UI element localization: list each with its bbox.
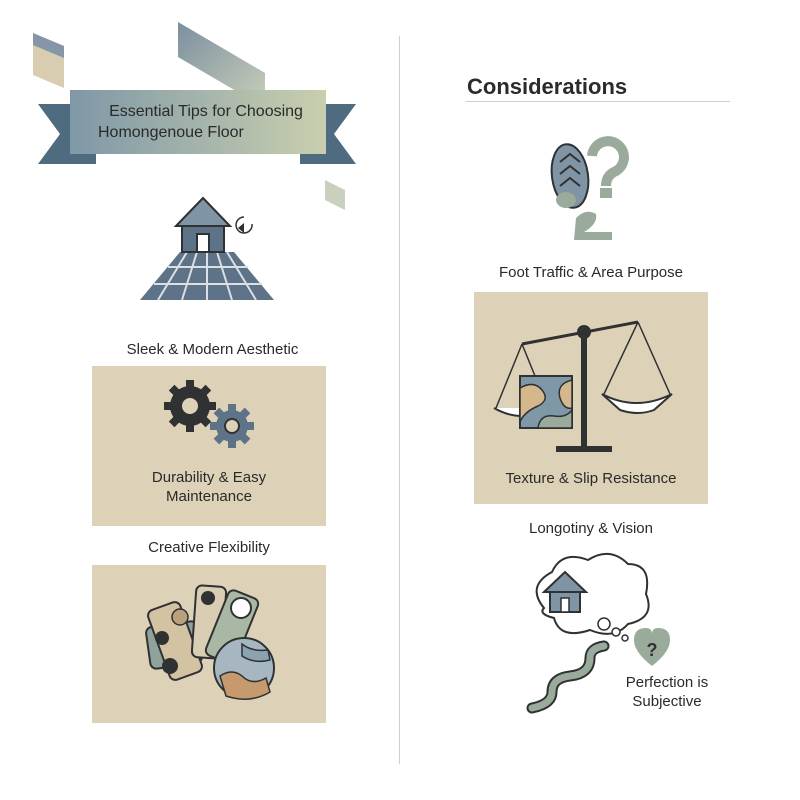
banner-title-line2: Homongenoue Floor [98, 124, 244, 141]
title-banner [38, 90, 356, 164]
consideration-longevity: Longotiny & Vision [529, 520, 653, 537]
consideration-foot-traffic: Foot Traffic & Area Purpose [499, 264, 683, 281]
column-divider [399, 36, 400, 764]
gears-icon [164, 380, 254, 448]
deco-square-left-top [33, 33, 64, 58]
tip-durability-line1: Durability & Easy [151, 469, 267, 486]
svg-text:?: ? [647, 640, 658, 660]
house-floor-icon [140, 196, 274, 301]
deco-small-right [325, 180, 345, 210]
decorative-shapes [33, 22, 345, 210]
consideration-perfection-line1: Perfection is [625, 674, 709, 691]
considerations-heading: Considerations [467, 74, 628, 99]
balance-scale-icon [493, 320, 673, 452]
panel-durability [92, 366, 326, 526]
footprint-question-icon [550, 136, 629, 240]
banner-title-line1: Essential Tips for Choosing [109, 103, 303, 120]
heading-underline [466, 101, 730, 102]
deco-strip-top [178, 22, 265, 108]
tip-creative-flexibility: Creative Flexibility [148, 539, 270, 556]
consideration-perfection-line2: Subjective [632, 693, 702, 710]
consideration-texture: Texture & Slip Resistance [505, 470, 677, 487]
banner-body [70, 90, 326, 154]
thought-cloud-house-icon: ? [526, 553, 670, 714]
tip-sleek-modern: Sleek & Modern Aesthetic [126, 341, 299, 358]
color-swatches-icon [145, 584, 275, 700]
tip-durability-line2: Maintenance [166, 488, 252, 505]
